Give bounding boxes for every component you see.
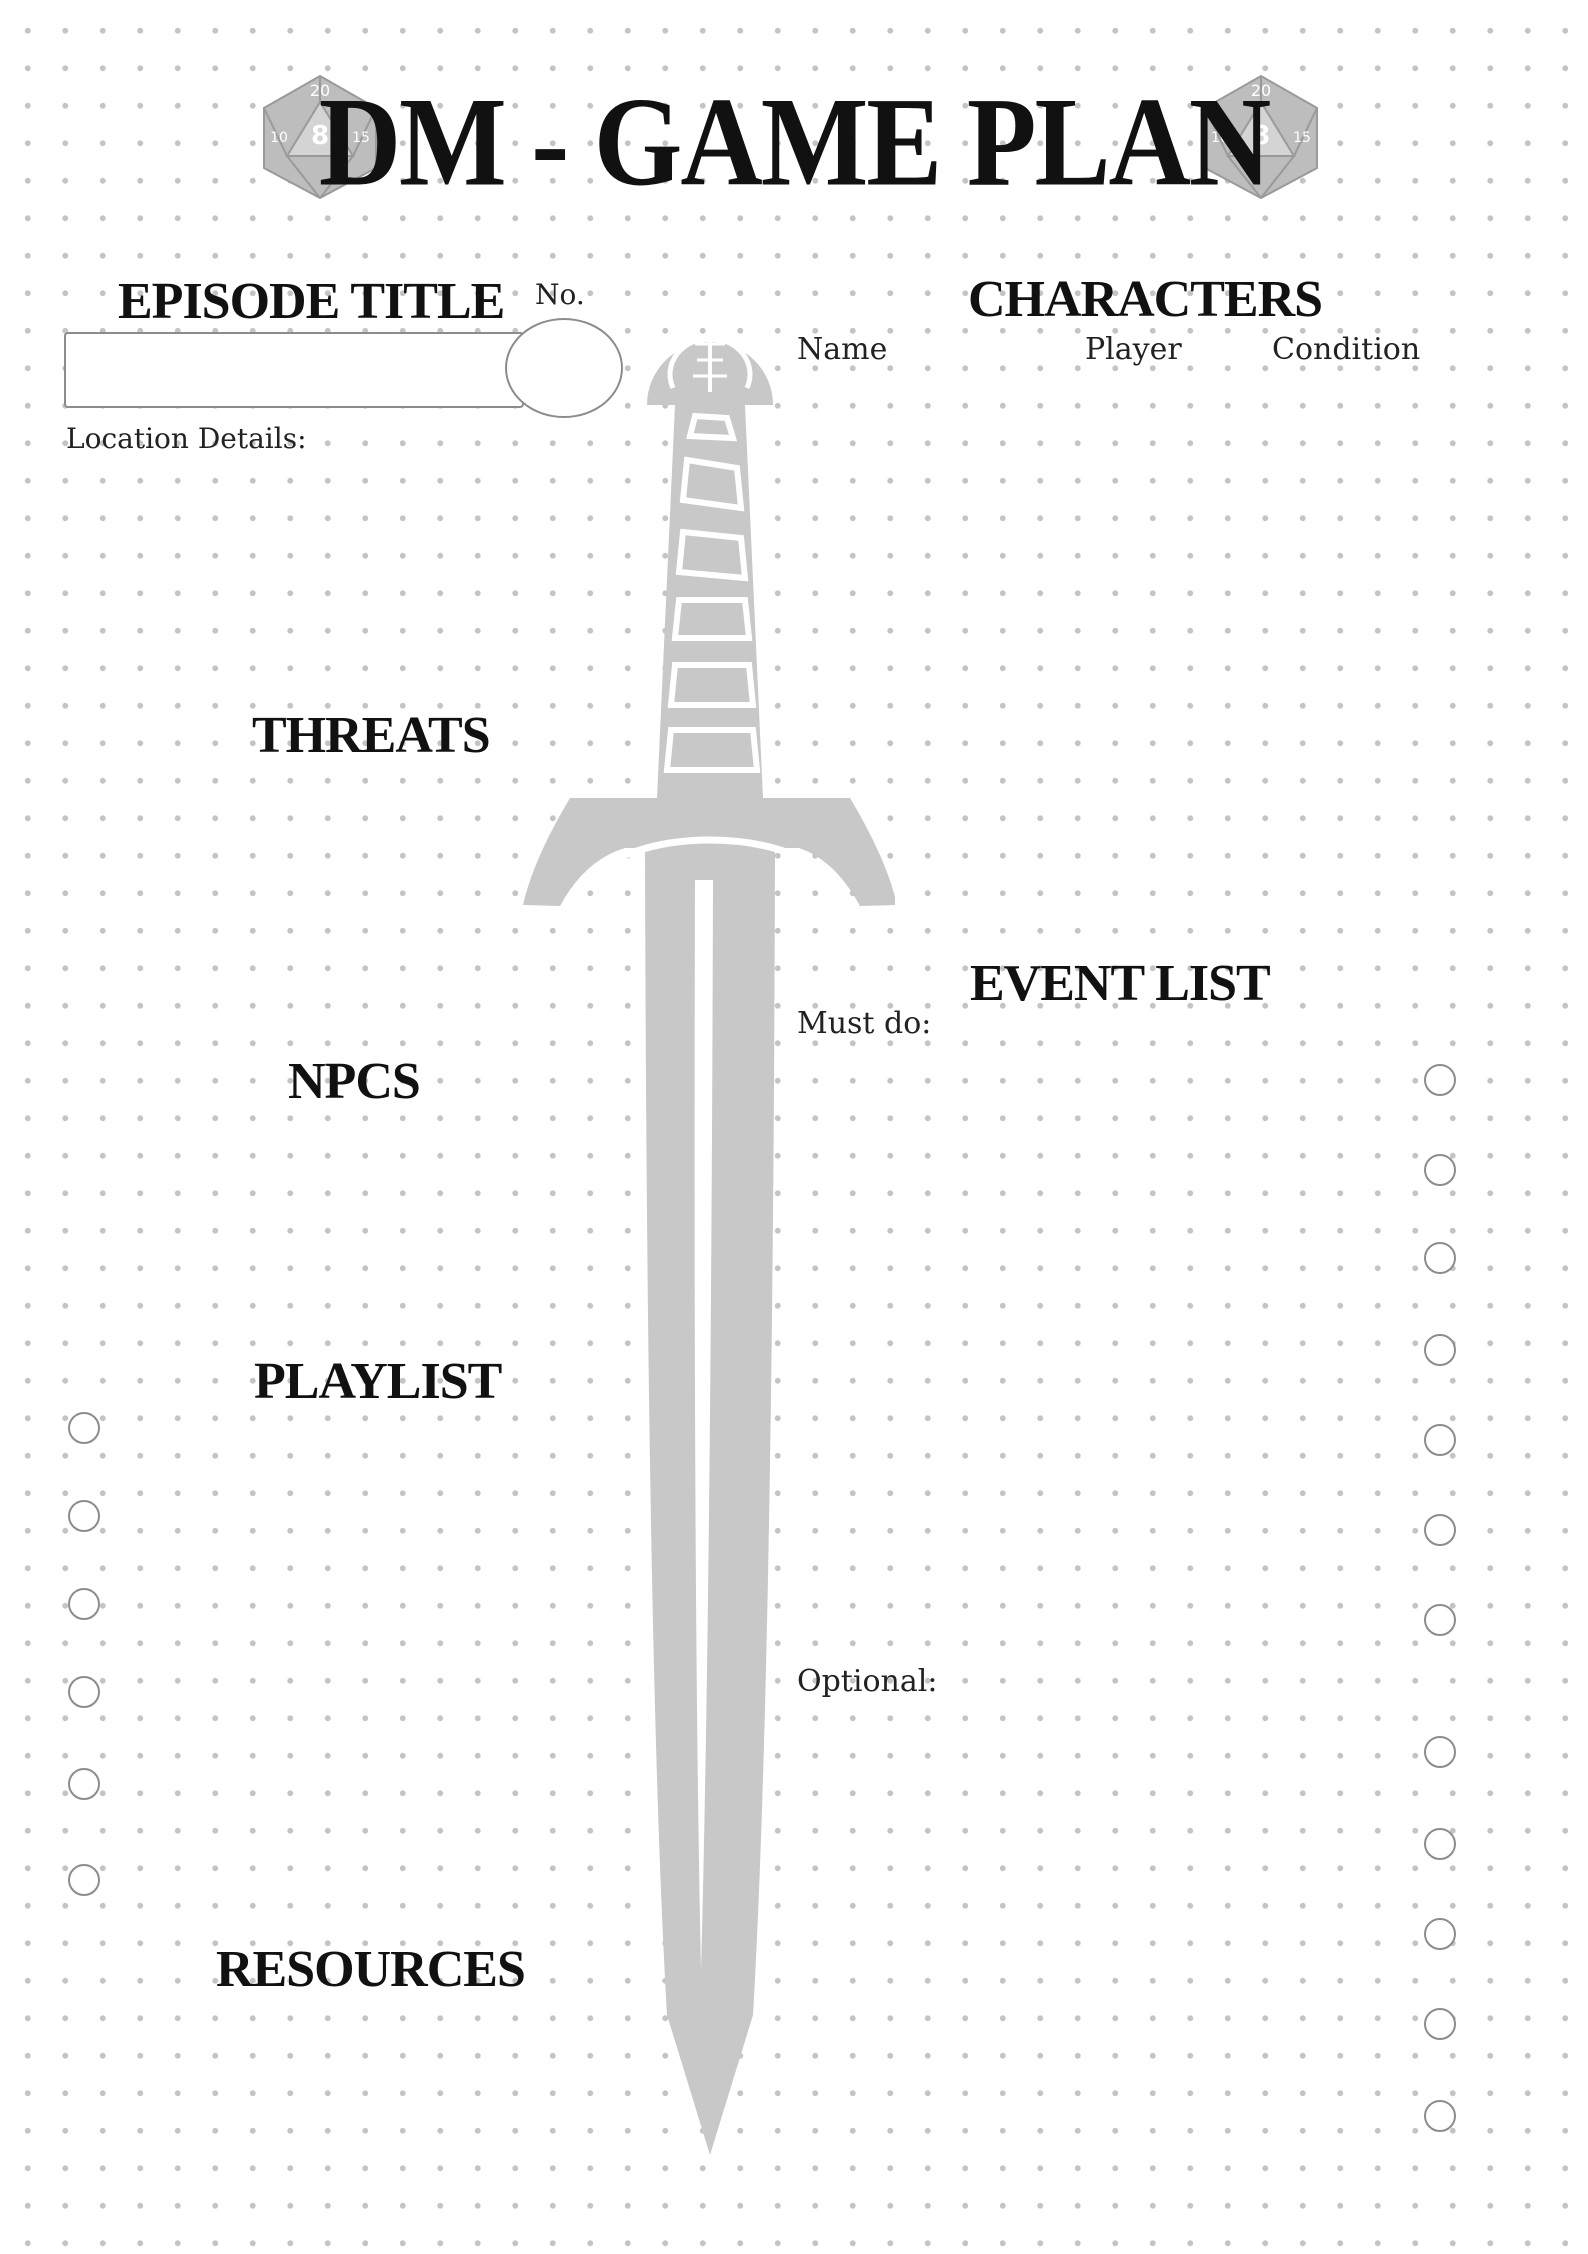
d20-dice-right-icon: 20 8 10 15 [1204, 74, 1318, 200]
optional-checkbox[interactable] [1424, 1828, 1456, 1860]
die-face-center: 8 [1252, 121, 1270, 151]
must-do-checkbox[interactable] [1424, 1242, 1456, 1274]
must-do-label: Must do: [797, 1006, 932, 1041]
threats-heading: THREATS [252, 707, 491, 764]
die-face-left: 10 [270, 130, 288, 146]
sword-icon [523, 330, 895, 2155]
optional-checkbox[interactable] [1424, 2008, 1456, 2040]
optional-checkbox[interactable] [1424, 1736, 1456, 1768]
must-do-checkbox[interactable] [1424, 1064, 1456, 1096]
die-face-right: 15 [352, 130, 370, 146]
episode-number-label: No. [535, 278, 585, 311]
die-face-top: 20 [310, 81, 330, 100]
playlist-heading: PLAYLIST [254, 1353, 502, 1410]
playlist-checkbox[interactable] [68, 1768, 100, 1800]
optional-label: Optional: [797, 1664, 938, 1699]
die-face-right: 15 [1293, 130, 1311, 146]
location-details-label: Location Details: [66, 422, 307, 455]
optional-checkbox[interactable] [1424, 2100, 1456, 2132]
npcs-heading: NPCS [288, 1053, 421, 1110]
must-do-checkbox[interactable] [1424, 1424, 1456, 1456]
characters-heading: CHARACTERS [968, 271, 1323, 328]
event-list-heading: EVENT LIST [970, 955, 1271, 1012]
must-do-checkbox[interactable] [1424, 1154, 1456, 1186]
column-header-name: Name [797, 332, 888, 367]
optional-checkbox[interactable] [1424, 1918, 1456, 1950]
column-header-player: Player [1085, 332, 1182, 367]
must-do-checkbox[interactable] [1424, 1514, 1456, 1546]
episode-title-heading: EPISODE TITLE [118, 273, 505, 330]
die-face-top: 20 [1251, 81, 1271, 100]
page-title: DM - GAME PLAN [318, 70, 1271, 213]
must-do-checkbox[interactable] [1424, 1604, 1456, 1636]
die-face-left: 10 [1211, 130, 1229, 146]
resources-heading: RESOURCES [216, 1941, 526, 1998]
episode-number-field[interactable] [505, 318, 623, 418]
column-header-condition: Condition [1272, 332, 1421, 367]
playlist-checkbox[interactable] [68, 1588, 100, 1620]
d20-dice-left-icon: 20 8 10 15 [263, 74, 377, 200]
playlist-checkbox[interactable] [68, 1500, 100, 1532]
playlist-checkbox[interactable] [68, 1864, 100, 1896]
must-do-checkbox[interactable] [1424, 1334, 1456, 1366]
episode-title-field[interactable] [64, 332, 524, 408]
playlist-checkbox[interactable] [68, 1676, 100, 1708]
die-face-center: 8 [311, 121, 329, 151]
playlist-checkbox[interactable] [68, 1412, 100, 1444]
